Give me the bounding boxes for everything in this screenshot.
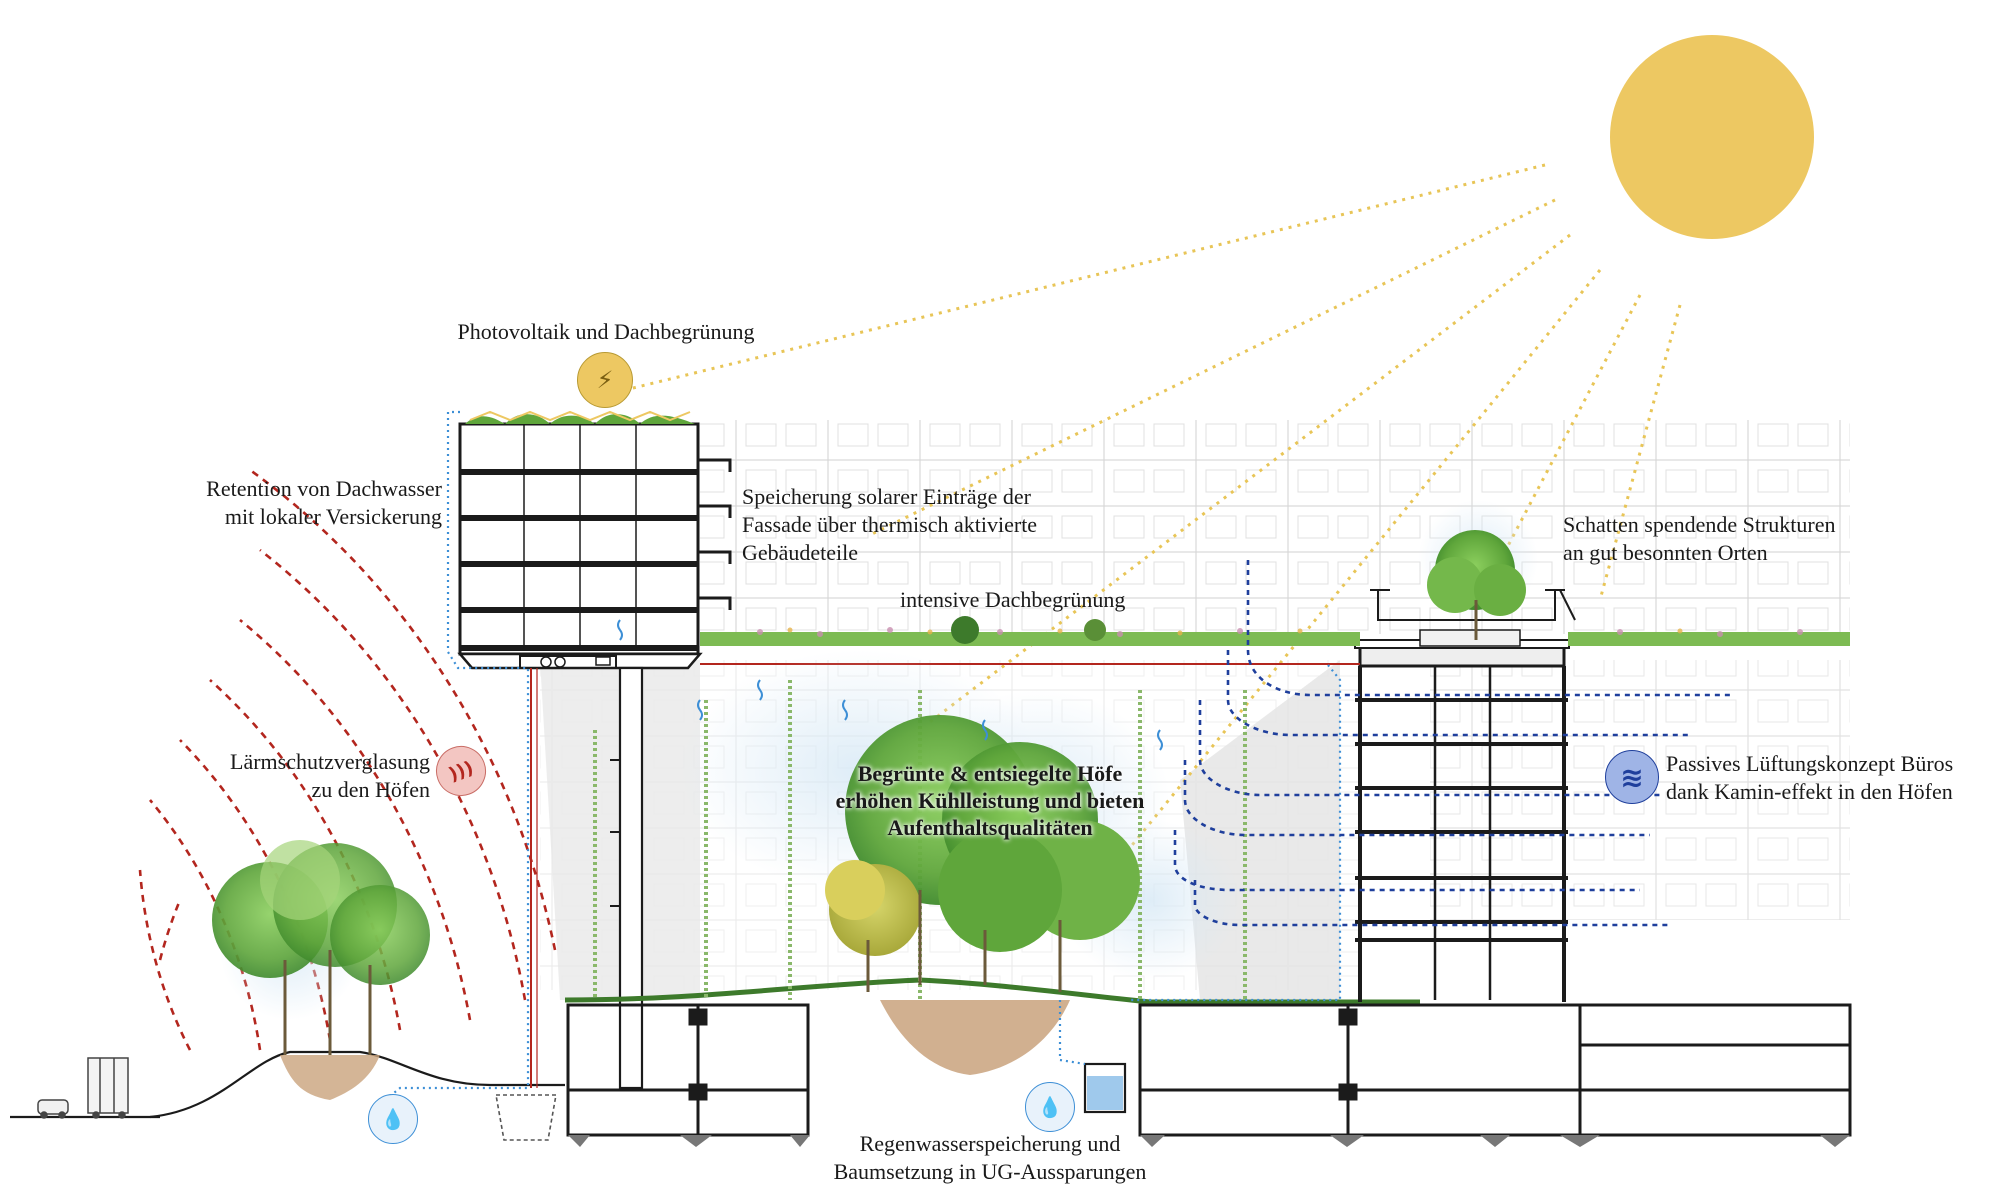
underground-left	[566, 1003, 810, 1137]
label-photovoltaik-text: Photovoltaik und Dachbegrünung	[457, 319, 755, 344]
label-lueftung: Passives Lüftungskonzept Büros dank Kami…	[1666, 750, 1996, 806]
label-hoefe-line1: Begrünte & entsiegelte Höfe	[857, 761, 1123, 786]
label-regen: Regenwasserspeicherung und Baumsetzung i…	[780, 1130, 1200, 1186]
rainwater-tank	[1083, 1062, 1127, 1114]
label-retention-line1: Retention von Dachwasser	[206, 476, 442, 501]
label-schatten-line2: an gut besonnten Orten	[1563, 540, 1768, 565]
label-speicherung-line1: Speicherung solarer Einträge der	[742, 484, 1031, 509]
vapor-squiggles	[617, 619, 1163, 751]
lightning-icon: ⚡	[577, 352, 633, 408]
label-regen-line1: Regenwasserspeicherung und	[859, 1131, 1121, 1156]
green-roof-strip	[700, 616, 1850, 646]
label-photovoltaik: Photovoltaik und Dachbegrünung	[416, 318, 796, 346]
seepage-pit	[495, 1094, 557, 1141]
label-hoefe: Begrünte & entsiegelte Höfe erhöhen Kühl…	[790, 760, 1190, 841]
label-schatten: Schatten spendende Strukturen an gut bes…	[1563, 511, 1923, 567]
terrain-left	[10, 1050, 565, 1119]
truck	[87, 1057, 129, 1119]
lightning-glyph: ⚡	[596, 366, 614, 394]
label-laerm-line2: zu den Höfen	[311, 777, 430, 802]
label-speicherung-line3: Gebäudeteile	[742, 540, 859, 565]
roof-plants-left	[465, 410, 695, 424]
label-lueftung-line2: dank Kamin-effekt in den Höfen	[1666, 779, 1953, 804]
sound-wave-glyph: )))	[445, 756, 477, 786]
label-retention-line2: mit lokaler Versickerung	[224, 504, 442, 529]
sun-rays	[624, 163, 1682, 861]
sun	[1610, 35, 1814, 239]
water-drops-glyph-center: 💧	[1037, 1095, 1063, 1119]
label-dachbegruenung: intensive Dachbegrünung	[900, 586, 1180, 614]
tree-group-hill	[212, 840, 430, 1100]
wind-glyph: ≋	[1620, 760, 1644, 794]
water-flow	[384, 410, 1342, 1101]
water-drops-glyph-left: 💧	[380, 1107, 406, 1131]
label-retention: Retention von Dachwasser mit lokaler Ver…	[140, 475, 442, 531]
label-speicherung-line2: Fassade über thermisch aktivierte	[742, 512, 1038, 537]
courtyard-trees	[825, 715, 1140, 1075]
label-schatten-line1: Schatten spendende Strukturen	[1563, 512, 1836, 537]
air-flow	[1173, 560, 1730, 927]
water-drops-icon: 💧	[368, 1094, 418, 1144]
label-hoefe-line2: erhöhen Kühlleistung und bieten	[835, 788, 1145, 813]
underground-right	[1138, 1003, 1852, 1137]
water-drops-icon-center: 💧	[1025, 1082, 1075, 1132]
foundation-pads	[568, 1135, 1850, 1147]
label-laerm: Lärmschutzverglasung zu den Höfen	[168, 748, 430, 804]
label-speicherung: Speicherung solarer Einträge der Fassade…	[742, 483, 1102, 567]
building-right	[1354, 589, 1576, 1002]
label-hoefe-line3: Aufenthaltsqualitäten	[887, 815, 1093, 840]
building-left	[457, 422, 732, 1090]
label-lueftung-line1: Passives Lüftungskonzept Büros	[1666, 751, 1954, 776]
wind-icon: ≋	[1605, 750, 1659, 804]
rooftop-tree	[1418, 500, 1538, 640]
background-facade-upper	[700, 420, 1850, 634]
label-dachbegruenung-text: intensive Dachbegrünung	[900, 587, 1126, 612]
car	[37, 1099, 69, 1119]
label-laerm-line1: Lärmschutzverglasung	[230, 749, 430, 774]
label-regen-line2: Baumsetzung in UG-Aussparungen	[833, 1159, 1147, 1184]
